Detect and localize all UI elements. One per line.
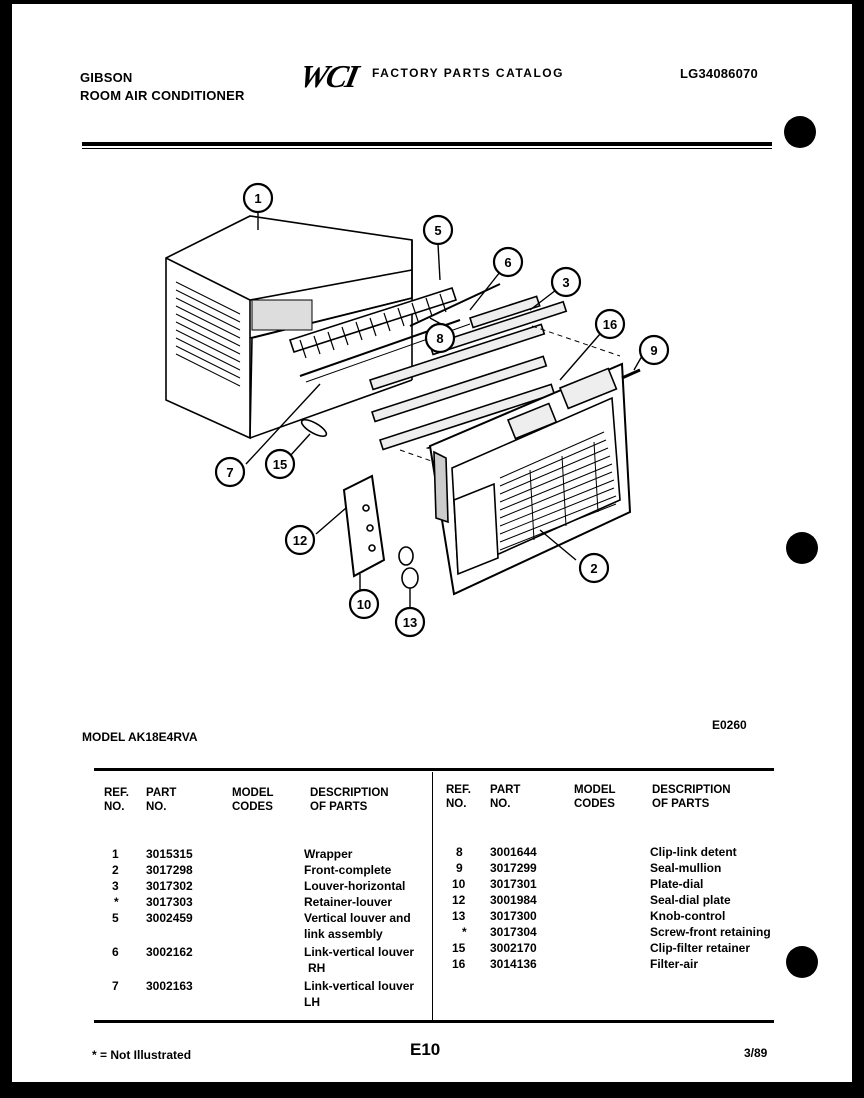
- callout-12: 12: [284, 524, 316, 556]
- callout-16: 16: [594, 308, 626, 340]
- callout-7: 7: [214, 456, 246, 488]
- binder-hole-top: [784, 116, 816, 148]
- diagram-code: E0260: [712, 718, 747, 732]
- brand-name: GIBSON: [80, 70, 133, 85]
- binder-hole-bottom: [786, 946, 818, 978]
- svg-text:15: 15: [273, 457, 287, 472]
- callout-10: 10: [348, 588, 380, 620]
- header-rule: [82, 142, 772, 146]
- svg-text:9: 9: [650, 343, 657, 358]
- callout-5: 5: [422, 214, 454, 246]
- callout-3: 3: [550, 266, 582, 298]
- catalog-number: LG34086070: [680, 66, 758, 81]
- svg-text:12: 12: [293, 533, 307, 548]
- table-bottom-rule: [94, 1020, 774, 1023]
- callout-8: 8: [424, 322, 456, 354]
- exploded-parts-diagram: 1 5 6 3 16 9 8 7 15 12 10 13 2: [165, 182, 670, 638]
- callout-15: 15: [264, 448, 296, 480]
- table-top-rule: [94, 768, 774, 771]
- vertical-louver-assembly: [288, 286, 471, 383]
- header-rule-thin: [82, 148, 772, 149]
- svg-text:7: 7: [226, 465, 233, 480]
- page-number: E10: [410, 1040, 441, 1059]
- dial-plate: [342, 474, 386, 578]
- callout-13: 13: [394, 606, 426, 638]
- svg-text:5: 5: [434, 223, 441, 238]
- svg-text:10: 10: [357, 597, 371, 612]
- wrapper-cabinet: [165, 215, 413, 440]
- catalog-title: FACTORY PARTS CATALOG: [372, 66, 564, 80]
- callout-9: 9: [638, 334, 670, 366]
- not-illustrated-note: * = Not Illustrated: [92, 1048, 192, 1062]
- svg-text:3: 3: [562, 275, 569, 290]
- svg-text:1: 1: [254, 191, 261, 206]
- svg-text:16: 16: [603, 317, 617, 332]
- revision-date: 3/89: [744, 1046, 768, 1060]
- binder-hole-middle: [786, 532, 818, 564]
- front-grille: [428, 362, 632, 596]
- callout-1: 1: [242, 182, 274, 214]
- callout-6: 6: [492, 246, 524, 278]
- horizontal-louvers: [368, 295, 568, 451]
- table-center-divider: [432, 772, 433, 1020]
- product-name: ROOM AIR CONDITIONER: [80, 88, 245, 103]
- svg-text:2: 2: [590, 561, 597, 576]
- control-knob: [398, 546, 419, 589]
- svg-text:6: 6: [504, 255, 511, 270]
- model-number: MODEL AK18E4RVA: [82, 730, 198, 744]
- callout-2: 2: [578, 552, 610, 584]
- header-ref-right: REF.NO.: [446, 784, 471, 810]
- header-ref-left: REF.NO.: [104, 787, 129, 813]
- svg-text:13: 13: [403, 615, 417, 630]
- svg-text:8: 8: [436, 331, 443, 346]
